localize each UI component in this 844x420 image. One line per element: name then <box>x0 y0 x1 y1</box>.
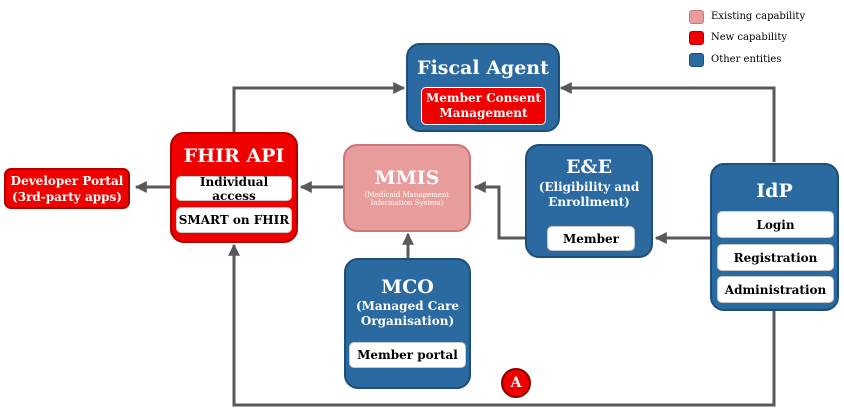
ee-subtitle: (Eligibility and Enrollment) <box>538 180 640 209</box>
mco-subtitle: (Managed Care Organisation) <box>355 299 460 328</box>
member-portal-box: Member portal <box>349 342 466 368</box>
legend-swatch-other <box>689 53 704 67</box>
mmis-subtitle: (Medicaid Management Information System) <box>364 191 450 207</box>
smart-on-fhir-box: SMART on FHIR <box>176 207 292 233</box>
fiscal-agent-node: Fiscal Agent Member Consent Management <box>406 43 560 132</box>
arrow-idp-to-fhir-loop <box>228 243 776 407</box>
legend-label-new: New capability <box>711 32 787 43</box>
fhir-api-title: FHIR API <box>183 145 285 167</box>
arrow-idp-to-fiscal-agent <box>559 82 776 162</box>
legend-label-other: Other entities <box>711 54 782 65</box>
arrow-fhir-to-fiscal-agent <box>232 82 406 134</box>
login-box: Login <box>717 211 834 238</box>
legend-label-existing: Existing capability <box>711 11 806 22</box>
member-consent-management-box: Member Consent Management <box>421 87 546 125</box>
individual-access-box: Individual access <box>176 175 292 203</box>
fhir-api-node: FHIR API Individual access SMART on FHIR <box>170 132 298 243</box>
administration-box: Administration <box>717 276 834 303</box>
legend-swatch-new <box>689 31 704 45</box>
ee-title: E&E <box>565 156 613 178</box>
registration-box: Registration <box>717 244 834 271</box>
ee-node: E&E (Eligibility and Enrollment) Member <box>525 144 653 258</box>
legend-swatch-existing <box>689 10 704 24</box>
arrow-ee-to-mmis <box>473 181 525 240</box>
marker-a-badge: A <box>501 368 531 398</box>
developer-portal-node: Developer Portal (3rd-party apps) <box>4 168 130 209</box>
fiscal-agent-title: Fiscal Agent <box>417 57 549 79</box>
mmis-node: MMIS (Medicaid Management Information Sy… <box>343 144 471 232</box>
idp-node: IdP Login Registration Administration <box>710 163 839 311</box>
mco-node: MCO (Managed Care Organisation) Member p… <box>344 258 471 389</box>
ee-member-box: Member <box>547 226 635 251</box>
mmis-title: MMIS <box>374 167 440 189</box>
mco-title: MCO <box>381 276 434 298</box>
idp-title: IdP <box>756 180 793 202</box>
